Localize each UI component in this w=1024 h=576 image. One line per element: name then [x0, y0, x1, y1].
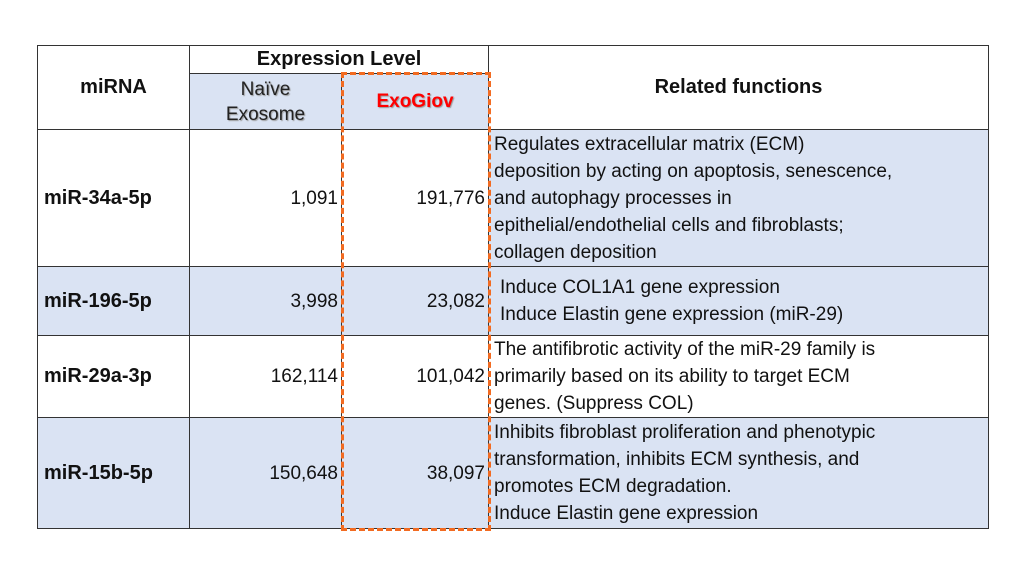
mirna-name: miR-29a-3p — [37, 335, 190, 418]
related-functions: Induce COL1A1 gene expression Induce Ela… — [488, 266, 989, 336]
naive-value: 3,998 — [189, 266, 342, 336]
exogiov-value: 101,042 — [341, 335, 489, 418]
mirna-name: miR-34a-5p — [37, 129, 190, 267]
function-line: Induce Elastin gene expression — [494, 503, 759, 524]
naive-value: 1,091 — [189, 129, 342, 267]
related-functions: Inhibits fibroblast proliferation and ph… — [488, 417, 989, 529]
exogiov-value: 191,776 — [341, 129, 489, 267]
table-row: miR-196-5p 3,998 23,082 Induce COL1A1 ge… — [37, 266, 989, 336]
function-line: transformation, inhibits ECM synthesis, … — [494, 449, 860, 470]
function-line: genes. (Suppress COL) — [494, 393, 694, 414]
function-line: Induce COL1A1 gene expression — [500, 277, 780, 298]
related-functions: Regulates extracellular matrix (ECM) dep… — [488, 129, 989, 267]
exogiov-value: 38,097 — [341, 417, 489, 529]
related-functions: The antifibrotic activity of the miR-29 … — [488, 335, 989, 418]
table-row: miR-29a-3p 162,114 101,042 The antifibro… — [37, 335, 989, 418]
function-line: Induce Elastin gene expression (miR-29) — [500, 304, 844, 325]
table-row: miR-34a-5p 1,091 191,776 Regulates extra… — [37, 129, 989, 267]
function-line: Inhibits fibroblast proliferation and ph… — [494, 422, 876, 443]
naive-value: 162,114 — [189, 335, 342, 418]
exogiov-value: 23,082 — [341, 266, 489, 336]
mirna-name: miR-15b-5p — [37, 417, 190, 529]
header-related-functions: Related functions — [488, 45, 989, 130]
naive-value: 150,648 — [189, 417, 342, 529]
header-expression-level: Expression Level — [189, 45, 489, 74]
mirna-name: miR-196-5p — [37, 266, 190, 336]
function-line: epithelial/endothelial cells and fibrobl… — [494, 214, 844, 236]
header-exogiov: ExoGiov — [341, 73, 489, 130]
function-line: The antifibrotic activity of the miR-29 … — [494, 339, 876, 360]
header-mirna: miRNA — [37, 45, 190, 130]
naive-line1: Naïve — [240, 78, 291, 100]
function-line: collagen deposition — [494, 241, 657, 263]
naive-line2: Exosome — [225, 103, 306, 125]
function-line: Regulates extracellular matrix (ECM) — [494, 133, 805, 155]
function-line: primarily based on its ability to target… — [494, 366, 850, 387]
function-line: deposition by acting on apoptosis, senes… — [494, 160, 893, 182]
function-line: promotes ECM degradation. — [494, 476, 732, 497]
function-line: and autophagy processes in — [494, 187, 732, 209]
mirna-table: miRNA Expression Level Related functions… — [37, 45, 989, 529]
table-row: miR-15b-5p 150,648 38,097 Inhibits fibro… — [37, 417, 989, 529]
